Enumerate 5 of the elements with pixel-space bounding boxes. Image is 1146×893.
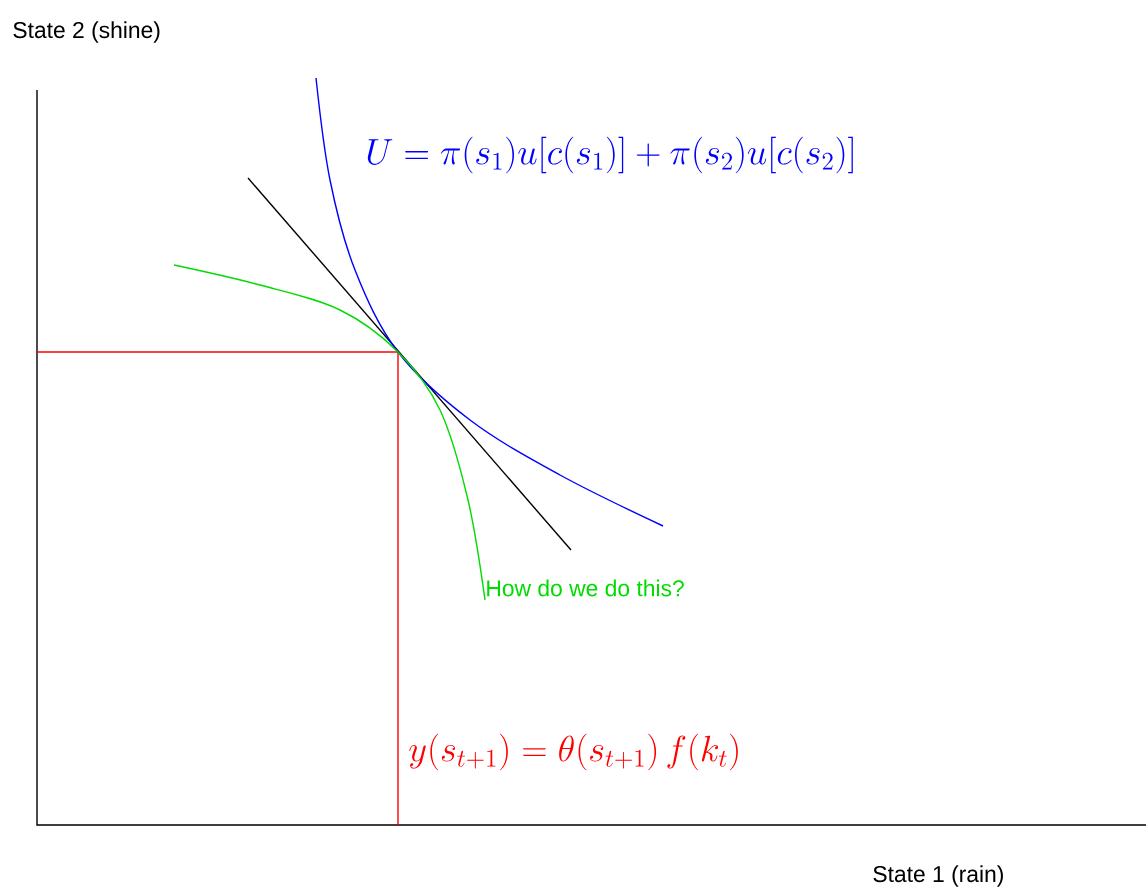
question-text: How do we do this?	[487, 579, 684, 597]
utility-formula: $U = \pi(s_1)u[c(s_1)] + \pi(s_2)u[c(s_2)]$	[367, 136, 853, 174]
output-formula: $y(s_{t+1}) = \theta(s_{t+1})\,f(k_t)$	[409, 733, 738, 771]
axis-label: State 2 (shine)	[13, 21, 160, 43]
axis-label: State 1 (rain)	[873, 865, 1003, 887]
